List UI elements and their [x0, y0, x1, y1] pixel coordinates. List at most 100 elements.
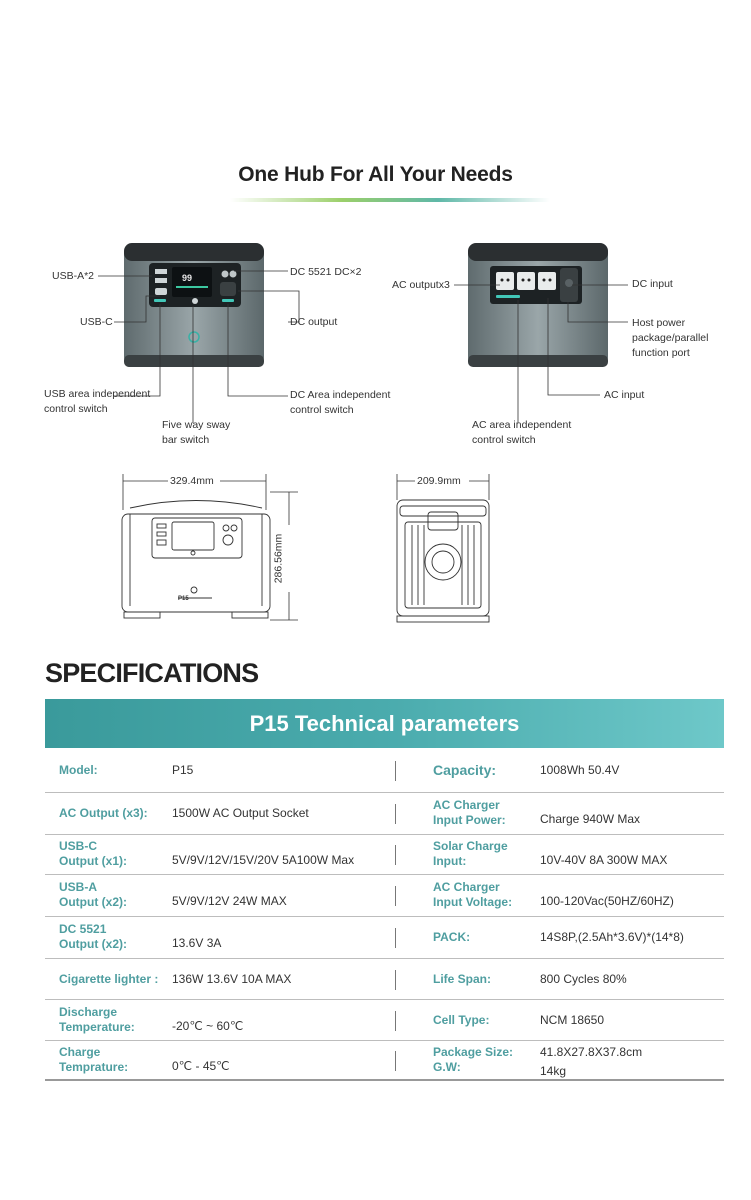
spec-value: 1008Wh 50.4V: [540, 763, 620, 777]
callout-five-way-2: bar switch: [162, 434, 210, 446]
spec-value-line: 41.8X27.8X37.8cm: [540, 1045, 643, 1059]
spec-label-line: Discharge: [59, 1005, 118, 1019]
spec-label-line: AC Charger: [433, 880, 500, 894]
dimension-drawings: P15: [121, 474, 490, 623]
spec-label: Life Span:: [433, 972, 492, 986]
specs-banner: P15 Technical parameters: [45, 699, 724, 748]
side-line-drawing: [396, 499, 490, 623]
column-divider: [395, 928, 396, 948]
callout-dc5521: DC 5521 DC×2: [290, 266, 362, 278]
spec-value: Charge 940W Max: [540, 812, 641, 826]
spec-value: 0℃ - 45℃: [172, 1059, 230, 1073]
spec-label: PACK:: [433, 930, 471, 944]
spec-label-line: DC 5521: [59, 922, 107, 936]
spec-label-line: Output (x1):: [59, 854, 127, 868]
callout-host-1: Host power: [632, 317, 686, 329]
back-callout-lines: [454, 284, 628, 423]
spec-value: 100-120Vac(50HZ/60HZ): [540, 894, 674, 908]
back-device: [468, 243, 608, 367]
drawing-brand-label: P15: [178, 596, 189, 602]
spec-value-line: 14kg: [540, 1064, 567, 1078]
dimension-height: 286.56mm: [272, 533, 285, 584]
spec-value: 800 Cycles 80%: [540, 972, 627, 986]
spec-value: -20℃ ~ 60℃: [172, 1019, 244, 1033]
callout-usb-switch-2: control switch: [44, 403, 108, 415]
spec-label-line: Output (x2):: [59, 895, 127, 909]
spec-value: 1500W AC Output Socket: [172, 806, 309, 820]
spec-label-line: Input Voltage:: [433, 895, 513, 909]
specs-heading: SPECIFICATIONS: [45, 658, 259, 688]
dimension-depth: 209.9mm: [417, 475, 461, 487]
column-divider: [395, 970, 396, 990]
callout-dc-switch-1: DC Area independent: [290, 389, 391, 401]
spec-label: AC Output (x3):: [59, 806, 148, 820]
spec-value: 14S8P,(2.5Ah*3.6V)*(14*8): [540, 930, 684, 944]
callout-ac-switch-2: control switch: [472, 434, 536, 446]
callout-dc-input: DC input: [632, 278, 673, 290]
spec-label-line: Temperature:: [59, 1020, 135, 1034]
spec-value: 13.6V 3A: [172, 936, 222, 950]
callout-ac-output: AC outputx3: [392, 279, 450, 291]
spec-value: 5V/9V/12V 24W MAX: [172, 894, 287, 908]
callout-ac-input: AC input: [604, 389, 645, 401]
width-dimension-line: [122, 474, 267, 510]
height-dimension-line: [270, 491, 298, 621]
spec-label-line: G.W:: [433, 1060, 461, 1074]
spec-value: 41.8X27.8X37.8cm 14kg: [540, 1045, 642, 1079]
spec-label-line: AC Charger: [433, 798, 500, 812]
spec-label: Package Size:G.W:: [433, 1045, 513, 1075]
callout-usb-a: USB-A*2: [52, 270, 95, 282]
callout-five-way-1: Five way sway: [162, 419, 231, 431]
spec-label: Cell Type:: [433, 1013, 490, 1027]
device-screen-value: 99: [182, 273, 192, 283]
front-line-drawing: [121, 500, 271, 619]
callout-ac-switch-1: AC area independent: [472, 419, 572, 431]
hub-title-underline: [230, 198, 550, 202]
spec-label-line: Solar Charge: [433, 839, 508, 853]
column-divider: [395, 1011, 396, 1031]
spec-row: AC Output (x3): 1500W AC Output Socket AC …: [45, 793, 724, 835]
callout-host-2: package/parallel: [632, 332, 709, 344]
spec-value: 10V-40V 8A 300W MAX: [540, 853, 668, 867]
front-device: 99: [124, 243, 264, 367]
spec-label-line: USB-A: [59, 880, 97, 894]
spec-label: Model:: [59, 763, 98, 777]
product-photos: 99: [98, 243, 628, 423]
spec-label-line: Output (x2):: [59, 937, 127, 951]
column-divider: [395, 1051, 396, 1071]
spec-label: Cigarette lighter :: [59, 972, 159, 986]
spec-value: P15: [172, 763, 194, 777]
callout-usb-switch-1: USB area independent: [44, 388, 151, 400]
callout-dc-output: DC output: [290, 316, 338, 328]
column-divider: [395, 804, 396, 824]
spec-value: NCM 18650: [540, 1013, 605, 1027]
callout-usb-c: USB-C: [80, 316, 113, 328]
spec-label-line: Charge: [59, 1045, 101, 1059]
hub-title: One Hub For All Your Needs: [238, 163, 513, 186]
depth-dimension-line: [396, 474, 490, 500]
column-divider: [395, 886, 396, 906]
callout-dc-switch-2: control switch: [290, 404, 354, 416]
spec-label-line: Temprature:: [59, 1060, 129, 1074]
front-callout-lines: [98, 270, 300, 423]
spec-value: 136W 13.6V 10A MAX: [172, 972, 292, 986]
spec-label-line: Input:: [433, 854, 467, 868]
spec-label-line: Input Power:: [433, 813, 506, 827]
callout-host-3: function port: [632, 347, 690, 359]
column-divider: [395, 845, 396, 865]
column-divider: [395, 761, 396, 781]
